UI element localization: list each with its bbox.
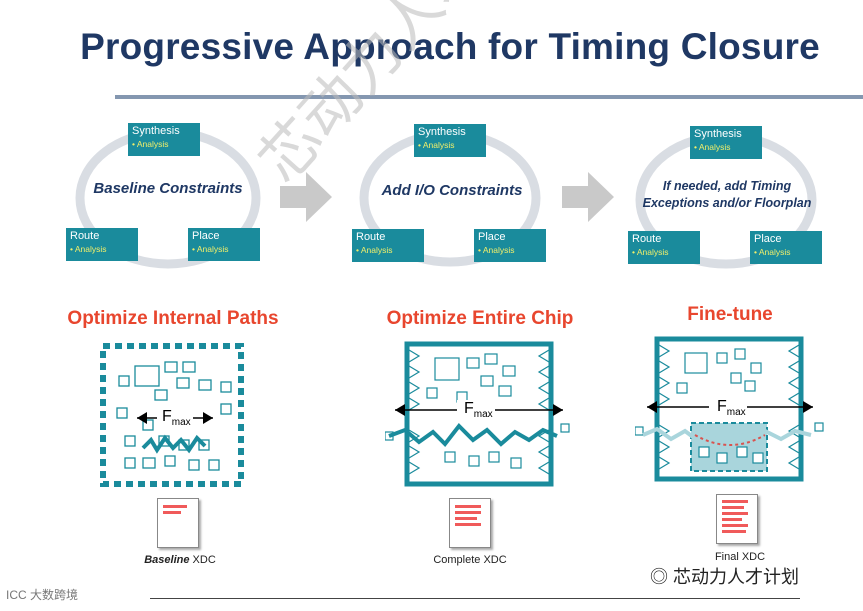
place-box: Place • Analysis: [750, 231, 822, 264]
stage1-heading: Optimize Internal Paths: [67, 308, 279, 329]
synthesis-analysis: • Analysis: [694, 142, 731, 152]
stage3-cycle: Synthesis • Analysis Route • Analysis Pl…: [628, 122, 863, 292]
fmax-sub: max: [726, 407, 746, 419]
place-label: Place: [478, 231, 506, 243]
xdc-text: XDC: [189, 554, 216, 566]
stage3-chip-diagram: [635, 336, 824, 482]
synthesis-box: Synthesis • Analysis: [414, 124, 486, 157]
fmax-f: F: [717, 398, 727, 415]
center-text-line: If needed, add Timing: [662, 179, 792, 193]
route-label: Route: [632, 233, 662, 245]
synthesis-analysis: • Analysis: [132, 139, 169, 149]
fmax-label-1: Fmax: [162, 408, 191, 428]
center-text-line: Exceptions and/or Floorplan: [642, 196, 812, 210]
place-label: Place: [754, 233, 782, 245]
watermark-right: ◎ 芯动力人才计划: [650, 563, 799, 589]
xdc-text: Complete XDC: [433, 554, 507, 566]
route-label: Route: [70, 230, 100, 242]
place-box: Place • Analysis: [188, 228, 260, 261]
stage2-chip-diagram: [385, 341, 570, 487]
stage1-chip-diagram: [100, 343, 244, 487]
route-box: Route • Analysis: [628, 231, 700, 264]
xdc-text: Final XDC: [714, 551, 766, 563]
place-box: Place • Analysis: [474, 229, 546, 262]
route-analysis: • Analysis: [632, 247, 669, 257]
stage2-cycle: Synthesis • Analysis Route • Analysis Pl…: [352, 120, 612, 290]
fmax-label-3: Fmax: [717, 398, 746, 418]
bottom-divider: [150, 598, 800, 599]
route-analysis: • Analysis: [70, 244, 107, 254]
stage3-center-text: If needed, add Timing Exceptions and/or …: [622, 178, 832, 212]
stage1-center-text: Baseline Constraints: [78, 180, 258, 197]
baseline-xdc-label: Baseline XDC: [120, 554, 240, 566]
synthesis-label: Synthesis: [132, 125, 180, 137]
final-xdc-doc-icon: [716, 494, 758, 544]
progress-arrow-2: [562, 172, 614, 222]
xdc-bold: Baseline: [144, 554, 190, 566]
synthesis-analysis: • Analysis: [418, 140, 455, 150]
progress-arrow-1: [280, 172, 332, 222]
final-xdc-label: Final XDC: [680, 551, 800, 563]
synthesis-label: Synthesis: [418, 126, 466, 138]
route-analysis: • Analysis: [356, 245, 393, 255]
route-box: Route • Analysis: [352, 229, 424, 262]
center-text-line: Baseline Constraints: [93, 180, 243, 197]
watermark-right-text: 芯动力人才计划: [673, 567, 800, 587]
complete-xdc-doc-icon: [449, 498, 491, 548]
place-analysis: • Analysis: [192, 244, 229, 254]
wechat-icon: ◎: [650, 567, 674, 587]
page-title: Progressive Approach for Timing Closure: [80, 26, 820, 67]
complete-xdc-label: Complete XDC: [410, 554, 530, 566]
fmax-f: F: [464, 400, 474, 417]
watermark-left: ICC 大数跨境: [6, 588, 79, 602]
fmax-sub: max: [473, 409, 493, 421]
stage2-center-text: Add I/O Constraints: [362, 182, 542, 199]
place-analysis: • Analysis: [478, 245, 515, 255]
baseline-xdc-doc-icon: [157, 498, 199, 548]
stage3-heading: Fine-tune: [687, 304, 773, 325]
synthesis-box: Synthesis • Analysis: [690, 126, 762, 159]
fmax-f: F: [162, 408, 172, 425]
synthesis-label: Synthesis: [694, 128, 742, 140]
stage2-heading: Optimize Entire Chip: [386, 308, 574, 329]
center-text-line: Add I/O Constraints: [381, 182, 523, 199]
synthesis-box: Synthesis • Analysis: [128, 123, 200, 156]
fmax-label-2: Fmax: [464, 400, 493, 420]
place-label: Place: [192, 230, 220, 242]
stage1-cycle: Synthesis • Analysis Route • Analysis Pl…: [58, 118, 318, 288]
route-label: Route: [356, 231, 386, 243]
route-box: Route • Analysis: [66, 228, 138, 261]
fmax-sub: max: [171, 417, 191, 429]
place-analysis: • Analysis: [754, 247, 791, 257]
title-divider: [115, 95, 863, 99]
